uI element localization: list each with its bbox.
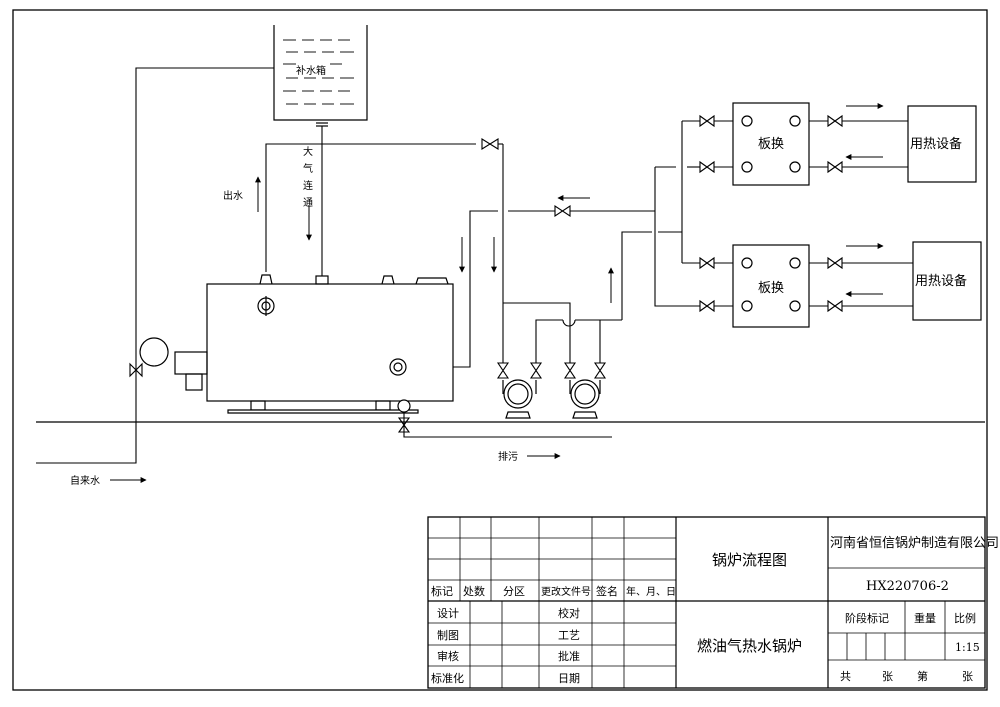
tb-drawing-no: HX220706-2: [866, 579, 949, 594]
flow-arrows: [110, 103, 884, 483]
air-connect-label-2: 气: [303, 162, 313, 175]
heat-user-top-label: 用热设备: [910, 136, 962, 152]
plate-exchanger-top: [732, 102, 810, 186]
tap-water-label: 自来水: [70, 474, 100, 487]
valve-hx1-in: [699, 114, 715, 128]
tb-rev-count: 处数: [463, 585, 485, 598]
boiler-outlet-nozzle: [257, 296, 275, 316]
tb-date: 日期: [558, 672, 580, 685]
water-out-label: 出水: [223, 189, 243, 202]
tb-nth: 第: [917, 669, 928, 683]
tb-product-name: 燃油气热水锅炉: [697, 637, 802, 655]
title-block: [427, 516, 986, 689]
drain-label: 排污: [498, 450, 518, 463]
valve-return-line: [554, 204, 571, 218]
heat-user-bottom: [912, 241, 982, 321]
valves: [129, 114, 843, 433]
valve-pump-3: [563, 362, 577, 379]
air-connect-label-1: 大: [303, 145, 313, 158]
plate-exchanger-top-label: 板换: [758, 137, 784, 152]
water-tank-label: 补水箱: [296, 64, 326, 77]
air-connect-label-3: 连: [303, 179, 313, 192]
tb-rev-docno: 更改文件号: [541, 585, 591, 598]
boiler-drain-nozzle: [397, 399, 411, 413]
tb-standard: 标准化: [431, 671, 464, 685]
tb-company: 河南省恒信锅炉制造有限公司: [830, 535, 999, 551]
tb-rev-date: 年、月、日: [626, 585, 676, 598]
tb-process: 工艺: [558, 629, 580, 642]
heat-user-bottom-label: 用热设备: [915, 273, 967, 289]
air-connect-label-4: 通: [303, 197, 313, 209]
tb-drawn: 制图: [437, 629, 459, 642]
drawing-border: [12, 9, 988, 691]
heat-user-top: [907, 105, 977, 183]
valve-user1-return: [827, 160, 843, 174]
tb-review: 审核: [437, 649, 459, 663]
tb-check: 校对: [558, 606, 580, 620]
valve-user2-return: [827, 299, 843, 313]
circulation-pump-left: [502, 379, 537, 419]
tb-rev-mark: 标记: [431, 584, 453, 598]
tb-total: 共: [840, 670, 851, 683]
valve-hx2-out: [699, 299, 715, 313]
valve-pump-1: [496, 362, 510, 379]
valve-pump-2: [529, 362, 543, 379]
valve-tank-outlet: [129, 362, 143, 378]
valve-user2-supply: [827, 256, 843, 270]
tb-approve: 批准: [558, 649, 580, 663]
boiler: [139, 274, 454, 414]
valve-hx1-out: [699, 160, 715, 174]
valve-drain: [397, 417, 411, 433]
tb-rev-zone: 分区: [503, 585, 525, 598]
tb-rev-sign: 签名: [596, 584, 618, 598]
tb-scale-label: 比例: [954, 611, 976, 625]
valve-outlet-header: [481, 138, 499, 150]
circulation-pump-right: [569, 379, 601, 419]
tb-sheets-1: 张: [882, 670, 893, 683]
tb-stage-mark: 阶段标记: [845, 611, 889, 625]
tb-drawing-name: 锅炉流程图: [712, 551, 787, 569]
valve-pump-4: [593, 362, 607, 379]
tb-weight: 重量: [914, 611, 936, 625]
valve-hx2-in: [699, 256, 715, 270]
valve-user1-supply: [827, 114, 843, 128]
tb-sheets-2: 张: [962, 670, 973, 683]
tb-scale-value: 1:15: [955, 641, 980, 654]
plate-exchanger-bottom: [732, 244, 810, 328]
boiler-return-nozzle: [389, 358, 407, 376]
tb-design: 设计: [437, 607, 459, 620]
plate-exchanger-bottom-label: 板换: [758, 281, 784, 296]
